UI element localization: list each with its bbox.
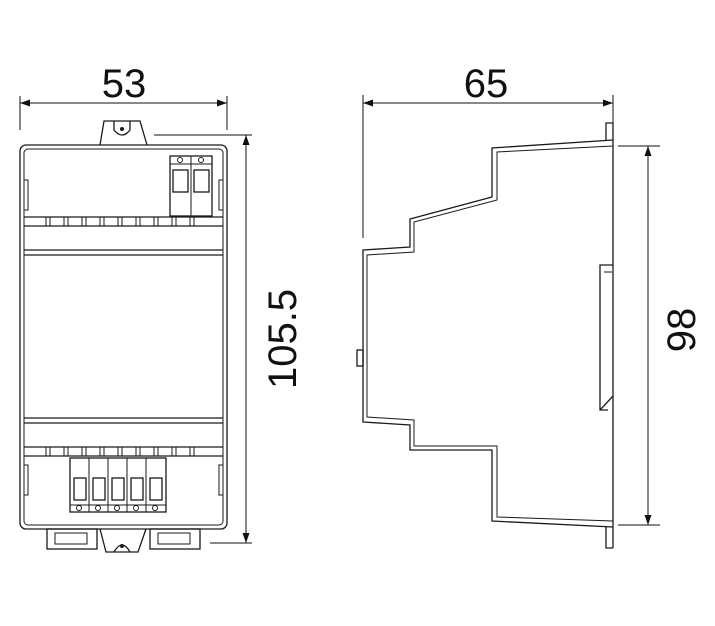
top-mounting-clip [99,120,148,146]
side-housing-profile [356,139,614,528]
bottom-terminal-block [69,457,167,513]
bottom-vent-slots [45,446,195,457]
front-view: 53 105.5 [19,62,305,553]
top-vent-slots [45,216,195,227]
side-height-label: 98 [660,308,704,353]
front-width-label: 53 [102,62,147,106]
front-width-dimension: 53 [19,62,228,130]
din-rail-clip [599,122,614,549]
side-view: 65 98 [356,62,704,549]
top-terminal-block [169,155,213,217]
side-width-dimension: 65 [362,62,614,238]
front-housing [19,144,228,530]
front-height-dimension: 105.5 [154,134,305,544]
side-height-dimension: 98 [618,145,704,526]
front-height-label: 105.5 [261,289,305,389]
side-width-label: 65 [464,62,509,106]
bottom-mounting-clip [46,528,201,553]
